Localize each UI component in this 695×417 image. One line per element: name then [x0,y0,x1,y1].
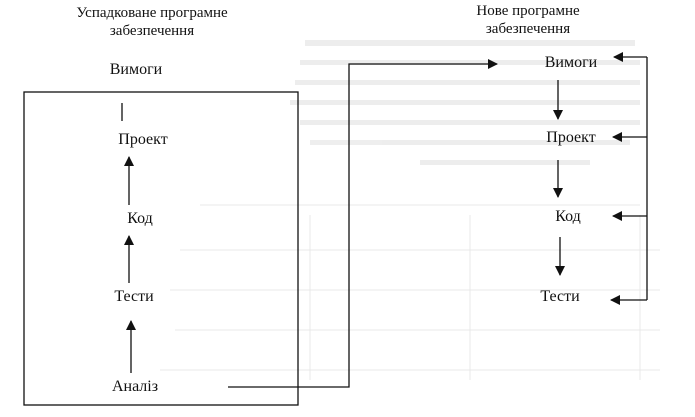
legacy-heading: Успадковане програмне забезпечення [76,4,227,40]
new-heading-line1: Нове програмне [476,3,580,19]
legacy-heading-line2: забезпечення [109,23,195,39]
legacy-step-analysis: Аналіз [111,378,159,395]
new-step-requirements: Вимоги [544,54,598,71]
legacy-step-tests: Тести [114,288,154,305]
new-step-design: Проект [546,129,596,146]
new-step-tests: Тести [540,288,580,305]
legacy-step-requirements: Вимоги [109,61,163,78]
legacy-step-code: Код [127,210,153,227]
legacy-step-design: Проект [118,131,168,148]
legacy-heading-line1: Успадковане програмне [76,5,228,21]
transfer-arrow-analysis-to-new-requirements [228,59,498,388]
new-heading: Нове програмне забезпечення [476,2,579,38]
legacy-frame [23,91,299,406]
new-step-code: Код [555,208,581,225]
new-heading-line2: забезпечення [485,21,571,37]
